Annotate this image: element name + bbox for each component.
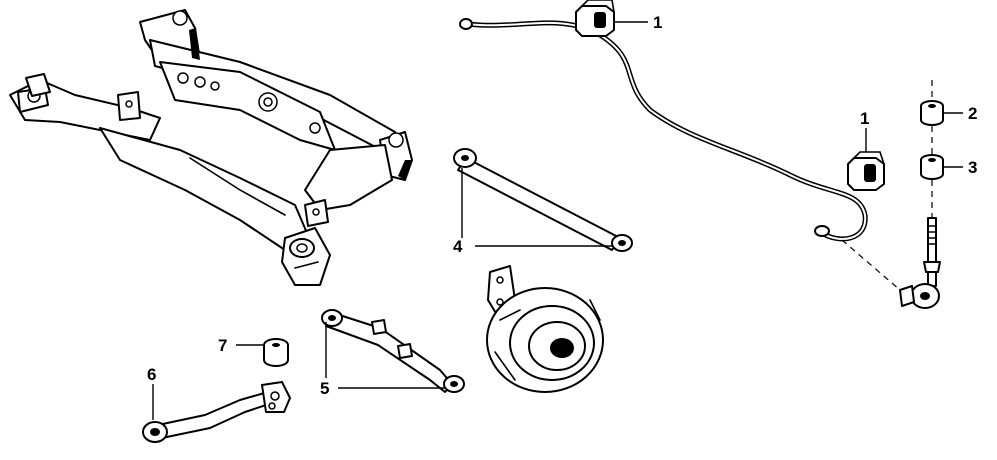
stabilizer-bushing-right [847,151,885,191]
lower-control-arm [321,309,465,393]
callout-7: 7 [218,336,227,355]
upper-link-arm [142,381,291,443]
callout-1-top: 1 [653,13,662,32]
leader-lines [152,21,963,420]
link-bushing-lower [920,154,944,180]
callout-5: 5 [320,379,329,398]
rear-hub-knuckle [486,265,604,393]
callout-6: 6 [147,365,156,384]
lateral-link [453,148,633,252]
stabilizer-bushing-top [575,0,615,37]
stabilizer-bar [459,18,868,242]
arm-bushing [263,338,289,367]
callout-2: 2 [968,104,977,123]
rear-suspension-subframe [9,9,413,286]
link-bushing-upper [920,100,944,126]
callout-3: 3 [968,158,977,177]
callout-1-right: 1 [860,109,869,128]
callout-4: 4 [453,237,463,256]
stabilizer-link [841,80,941,309]
